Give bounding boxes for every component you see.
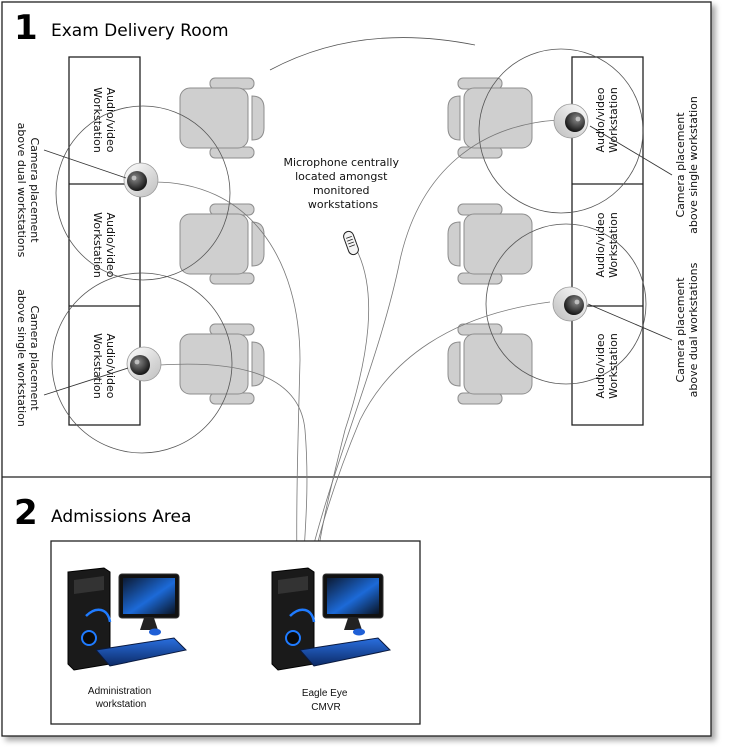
camera-coverage-arc <box>269 37 476 71</box>
dome-camera-icon <box>123 162 159 198</box>
section-title-exam: Exam Delivery Room <box>51 21 229 41</box>
camera-coverage-ring <box>55 105 231 281</box>
camera-leader-line <box>43 149 127 179</box>
camera-leader-line <box>43 367 129 396</box>
camera-label-right-dual: Camera placementabove dual workstations <box>674 262 700 397</box>
camera-coverage-ring <box>485 223 647 385</box>
workstation-label: Audio/videoWorkstation <box>594 212 620 278</box>
dome-camera-icon <box>126 346 162 382</box>
section-number-exam: 1 <box>14 8 38 48</box>
camera-leader-line <box>587 303 673 341</box>
dome-camera-icon <box>552 286 588 322</box>
dome-camera-icon <box>553 103 589 139</box>
workstation-label: Audio/videoWorkstation <box>91 87 117 153</box>
camera-label-left-dual: Camera placementabove dual workstations <box>15 123 41 258</box>
eagle-eye-label: Eagle Eye CMVR <box>302 688 350 713</box>
camera-leader-line <box>589 125 673 176</box>
section-title-admissions: Admissions Area <box>51 507 191 527</box>
camera-coverage-ring <box>478 48 644 214</box>
microphone-icon <box>343 230 359 256</box>
camera-coverage-ring <box>51 272 233 454</box>
section-number-admissions: 2 <box>14 493 38 533</box>
microphone-label: Microphone centrally located amongst mon… <box>283 156 402 211</box>
workstation-label: Audio/videoWorkstation <box>594 87 620 153</box>
workstation-label: Audio/videoWorkstation <box>594 333 620 399</box>
camera-label-right-single: Camera placementabove single workstation <box>674 96 700 234</box>
camera-label-left-single: Camera placementabove single workstation <box>15 289 41 427</box>
desktop-computer-icon <box>271 567 392 671</box>
desktop-computer-icon <box>67 567 188 671</box>
workstation-label: Audio/videoWorkstation <box>91 333 117 399</box>
camera-cables <box>149 119 559 573</box>
left-workstation-column: Audio/videoWorkstation Audio/videoWorkst… <box>68 56 141 426</box>
workstation-label: Audio/videoWorkstation <box>91 212 117 278</box>
admin-workstation-label: Administration workstation <box>88 686 154 710</box>
